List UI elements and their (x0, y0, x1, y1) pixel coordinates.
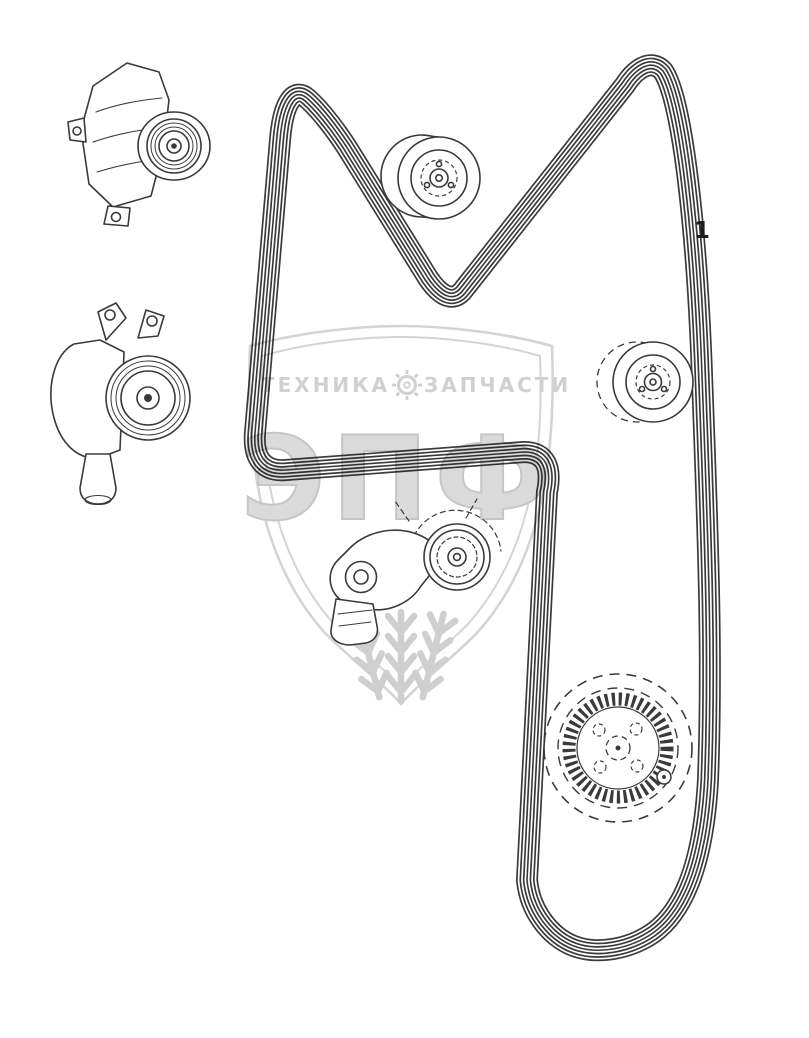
belt-tensioner-drawing (329, 498, 502, 646)
watermark-text-right: ЗАПЧАСТИ (424, 373, 571, 397)
idler-pulley-right-drawing (596, 341, 694, 423)
wheat-icon (343, 608, 459, 705)
shield-outline (248, 324, 554, 707)
belt-callout-label: 1 (694, 218, 710, 244)
water-pump-drawing (50, 302, 191, 506)
idler-pulley-upper-drawing (380, 134, 481, 220)
crankshaft-pulley-drawing (543, 673, 693, 823)
gear-icon (392, 370, 422, 400)
watermark-logo: ЭПФ (240, 412, 555, 547)
alternator-drawing (67, 62, 211, 227)
watermark: ТЕХНИКА ЗАПЧАСТИ ЭПФ (239, 324, 571, 707)
watermark-text-left: ТЕХНИКА (261, 373, 390, 397)
